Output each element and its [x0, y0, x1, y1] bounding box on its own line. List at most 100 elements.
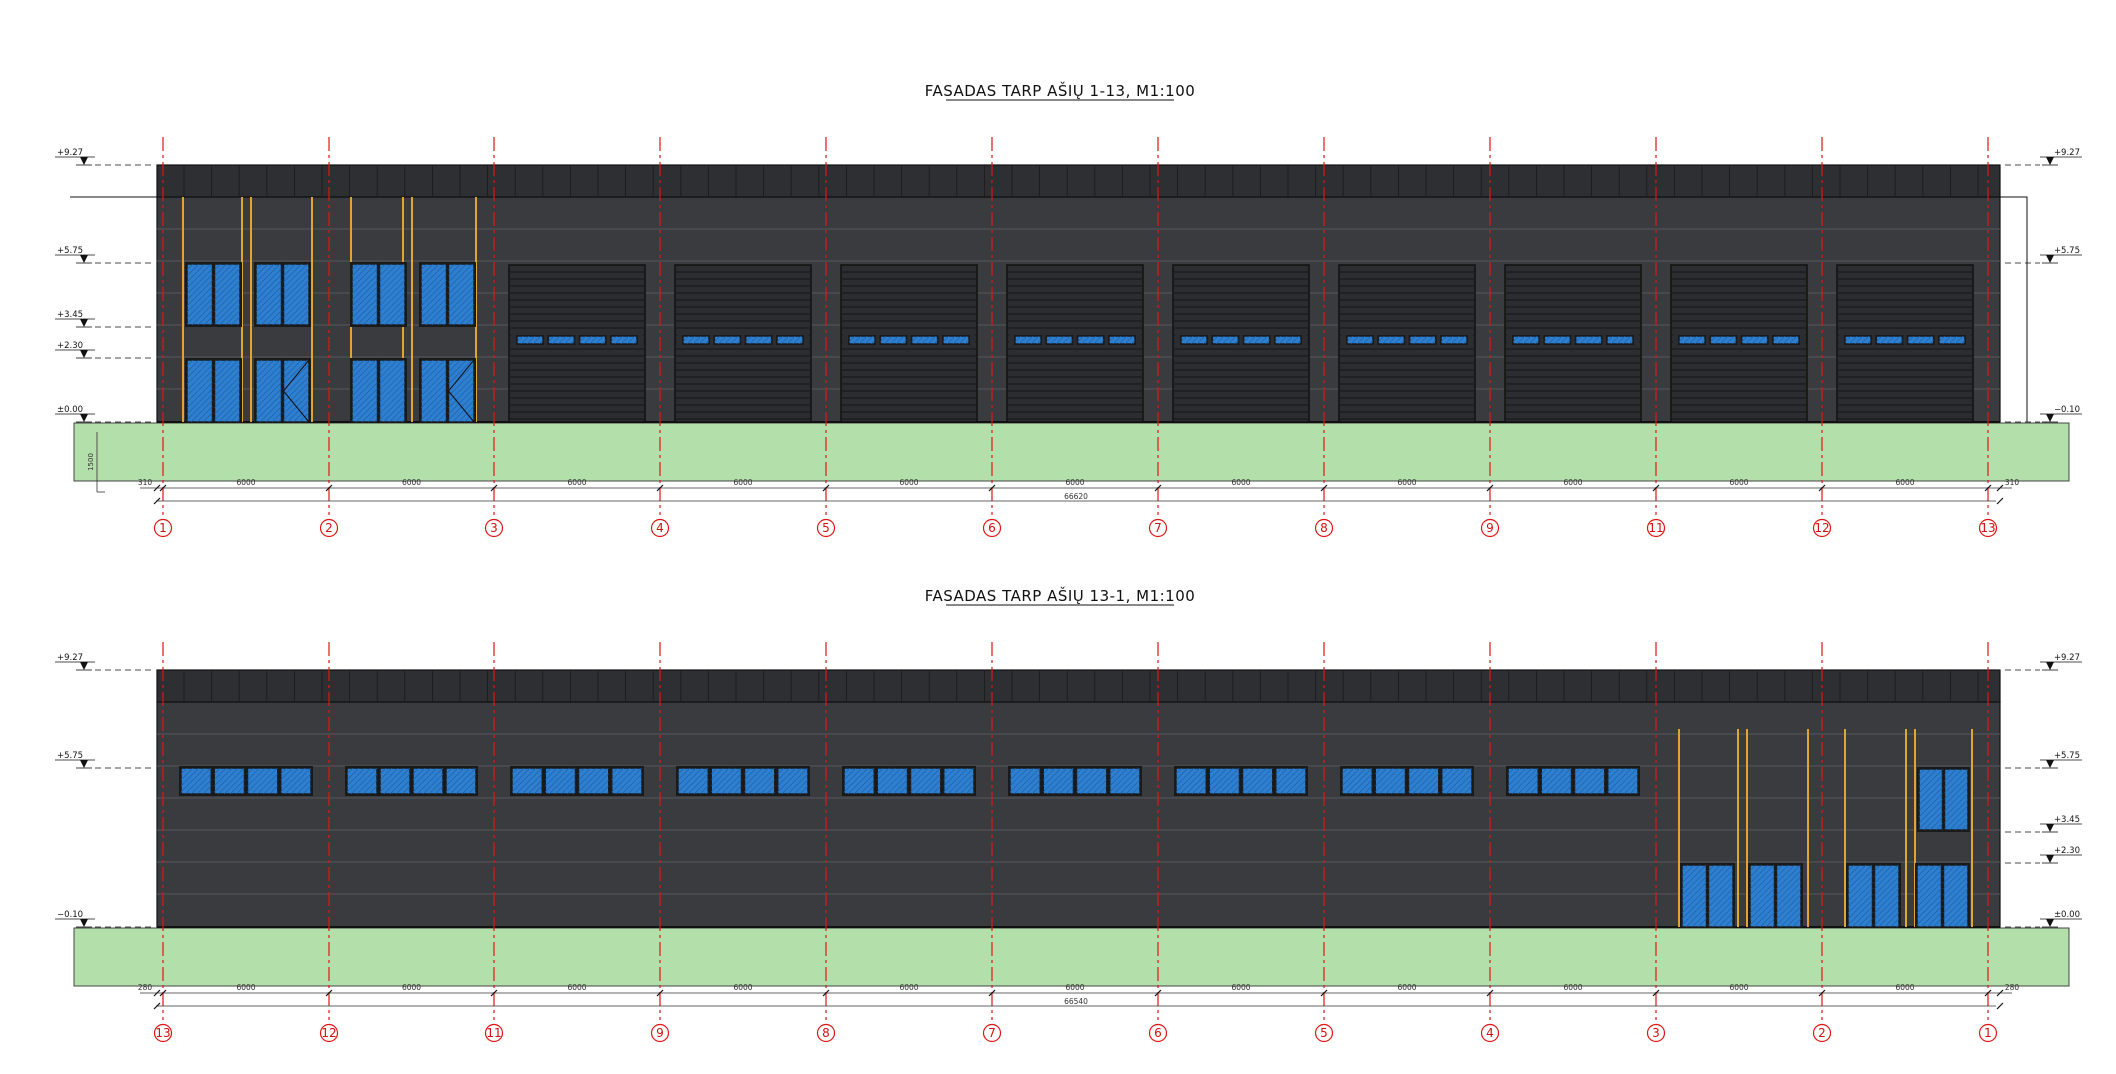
glass-hatch — [520, 335, 530, 345]
level-label-left: +2.30 — [57, 341, 83, 351]
glass-hatch — [1681, 888, 1707, 914]
glass-hatch — [1196, 335, 1206, 345]
glass-hatch — [448, 263, 473, 289]
glass-hatch — [558, 335, 567, 345]
glass-hatch — [1009, 767, 1017, 775]
glass-hatch — [1776, 894, 1802, 920]
glass-hatch — [1616, 335, 1626, 345]
glass-hatch — [880, 335, 887, 343]
dim-label: 6000 — [1563, 983, 1582, 992]
glass-hatch — [1765, 918, 1775, 928]
glass-hatch — [1944, 799, 1969, 824]
glass-hatch — [214, 376, 241, 403]
glass-hatch — [1574, 767, 1593, 787]
axis-label: 5 — [822, 521, 830, 535]
glass-hatch — [1087, 335, 1096, 345]
dim-label: 6000 — [1729, 983, 1748, 992]
glass-hatch — [1771, 924, 1775, 928]
glass-hatch — [464, 412, 475, 423]
glass-hatch — [1916, 876, 1942, 902]
glass-hatch — [959, 779, 975, 795]
glass-hatch — [412, 767, 420, 775]
glass-hatch — [290, 773, 312, 795]
glass-hatch — [1065, 785, 1074, 795]
dim-tick — [1320, 989, 1328, 997]
axis-label: 8 — [1320, 521, 1328, 535]
glass-hatch — [1357, 779, 1373, 795]
dim-label: 6000 — [1563, 478, 1582, 487]
glass-hatch — [230, 412, 241, 423]
glass-hatch — [1703, 924, 1707, 928]
glass-hatch — [1086, 773, 1107, 795]
glass-hatch — [390, 310, 406, 326]
glass-hatch — [943, 767, 950, 775]
dim-label: 310 — [2005, 478, 2020, 487]
glass-hatch — [896, 335, 905, 345]
axis-bubble-icon — [1646, 518, 1666, 538]
glass-hatch — [1253, 335, 1262, 345]
glass-hatch — [744, 767, 757, 781]
dim-tick — [656, 989, 664, 997]
glass-hatch — [1397, 785, 1406, 795]
glass-hatch — [346, 767, 354, 775]
dim-label: 6000 — [567, 478, 586, 487]
glass-hatch — [1854, 335, 1864, 345]
glass-hatch — [1916, 894, 1942, 920]
glass-hatch — [448, 359, 455, 367]
glass-hatch — [877, 767, 890, 781]
glass-hatch — [727, 779, 742, 795]
glass-hatch — [1753, 906, 1775, 928]
glass-pane — [1512, 335, 1540, 345]
glass-hatch — [283, 388, 310, 415]
axis-bubble-icon — [1978, 518, 1998, 538]
glass-hatch — [1597, 339, 1602, 345]
dim-tick — [159, 484, 167, 492]
dim-tick — [1818, 989, 1826, 997]
glass-hatch — [1943, 864, 1950, 872]
glass-hatch — [255, 286, 282, 313]
glass-hatch — [448, 268, 475, 295]
glass-hatch — [1431, 339, 1436, 345]
glass-hatch — [351, 370, 378, 397]
glass-hatch — [1137, 791, 1141, 795]
glass-hatch — [767, 339, 772, 345]
glass-hatch — [1943, 864, 1962, 884]
glass-hatch — [1847, 882, 1873, 908]
glass-hatch — [293, 406, 310, 423]
glass-hatch — [1944, 775, 1969, 800]
glass-hatch — [1943, 876, 1969, 902]
glass-hatch — [1252, 773, 1273, 795]
glass-hatch — [1944, 805, 1969, 830]
glass-hatch — [1118, 335, 1128, 345]
glass-hatch — [1708, 864, 1727, 884]
glass-hatch — [1209, 767, 1216, 775]
glass-hatch — [1918, 799, 1943, 824]
glass-hatch — [1202, 339, 1208, 345]
dim-label: 6000 — [733, 478, 752, 487]
glass-hatch — [682, 335, 690, 343]
dim-tick — [656, 484, 664, 492]
glass-hatch — [1602, 791, 1605, 795]
glass-hatch — [926, 779, 941, 795]
axis-bubble-icon — [1646, 1023, 1666, 1043]
glass-pane — [1408, 335, 1437, 345]
glass-hatch — [1430, 785, 1439, 795]
glass-hatch — [1093, 335, 1102, 345]
glass-hatch — [445, 767, 471, 793]
glass-hatch — [255, 376, 282, 403]
glass-hatch — [1436, 791, 1439, 795]
glass-hatch — [1681, 900, 1707, 926]
glass-hatch — [1876, 335, 1883, 343]
glass-hatch — [899, 785, 908, 795]
glass-hatch — [448, 376, 475, 403]
glass-hatch — [379, 263, 386, 271]
glass-hatch — [1712, 906, 1734, 928]
glass-hatch — [777, 767, 796, 787]
glass-hatch — [465, 316, 475, 326]
glass-hatch — [1720, 335, 1729, 345]
glass-hatch — [1469, 791, 1473, 795]
glass-hatch — [859, 779, 875, 795]
glass-hatch — [1270, 791, 1273, 795]
glass-hatch — [355, 400, 378, 423]
glass-hatch — [230, 779, 245, 795]
